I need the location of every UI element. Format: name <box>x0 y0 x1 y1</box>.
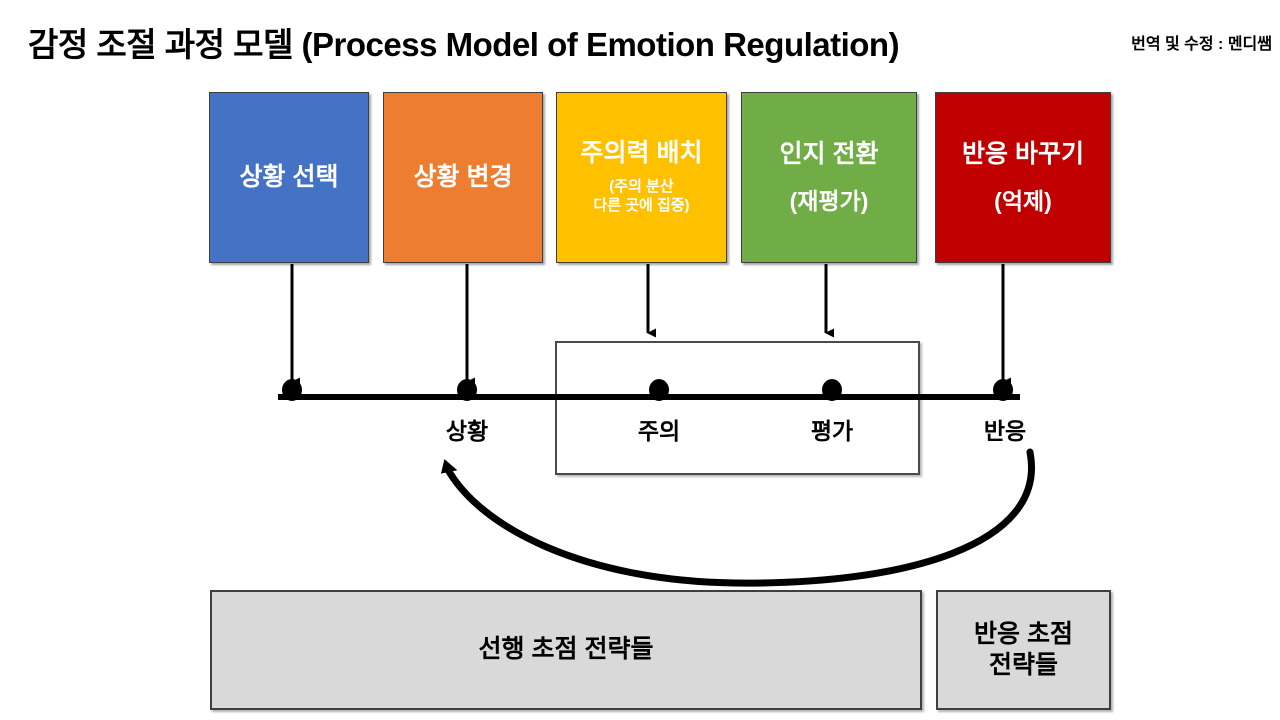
strategy-box-attentional-deployment[interactable]: 주의력 배치 (주의 분산 다른 곳에 집중) <box>556 92 727 263</box>
timeline-label-attention: 주의 <box>637 418 681 444</box>
strategy-box-subtitle: (재평가) <box>789 187 869 214</box>
timeline-label-situation: 상황 <box>445 418 489 444</box>
page-title: 감정 조절 과정 모델 (Process Model of Emotion Re… <box>28 26 900 63</box>
family-box-antecedent-focused[interactable]: 선행 초점 전략들 <box>210 590 922 710</box>
timeline-label-appraisal: 평가 <box>810 418 854 444</box>
strategy-box-situation-selection[interactable]: 상황 선택 <box>209 92 369 263</box>
timeline-node-unlabeled[interactable] <box>282 379 302 401</box>
family-box-response-focused[interactable]: 반응 초점 전략들 <box>936 590 1111 710</box>
emotion-generation-rectangle <box>555 341 920 475</box>
translation-credit: 번역 및 수정 : 멘디쌤 <box>1131 36 1272 53</box>
timeline-node-response[interactable] <box>993 379 1013 401</box>
strategy-box-title: 인지 전환 <box>779 139 879 168</box>
strategy-box-title: 주의력 배치 <box>580 139 703 168</box>
strategy-box-title: 반응 바꾸기 <box>962 139 1084 168</box>
strategy-box-cognitive-change[interactable]: 인지 전환 (재평가) <box>741 92 917 263</box>
strategy-box-subtitle: (주의 분산 다른 곳에 집중) <box>593 178 690 214</box>
strategy-box-response-modulation[interactable]: 반응 바꾸기 (억제) <box>935 92 1111 263</box>
strategy-box-situation-modification[interactable]: 상황 변경 <box>383 92 543 263</box>
strategy-box-title: 상황 변경 <box>413 163 513 192</box>
timeline-label-response: 반응 <box>983 418 1027 444</box>
timeline-node-situation[interactable] <box>457 379 477 401</box>
strategy-box-title: 상황 선택 <box>239 163 339 192</box>
strategy-box-subtitle: (억제) <box>994 187 1052 214</box>
